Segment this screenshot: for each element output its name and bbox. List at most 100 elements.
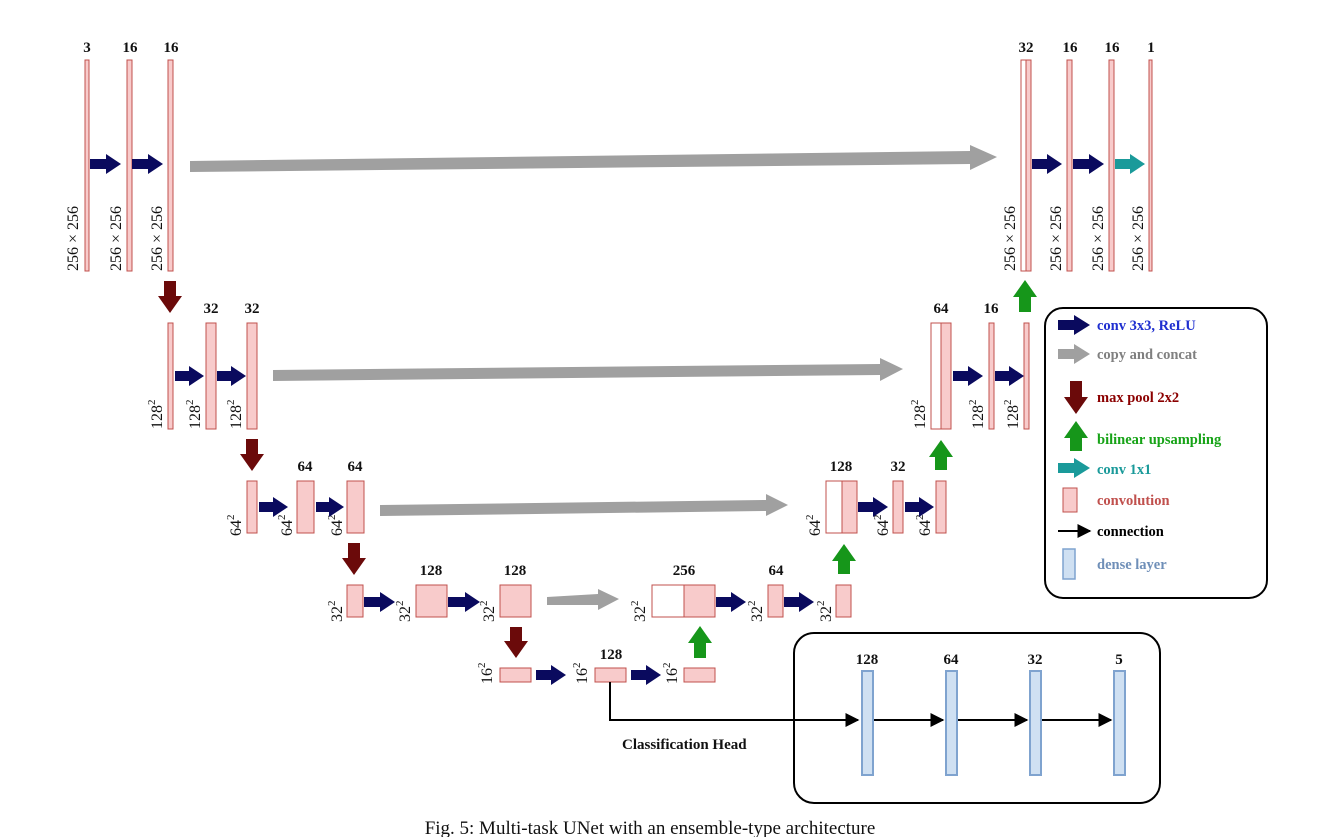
maxpool-arrow-icon [1064,381,1088,414]
dim-label: 642 [804,515,824,537]
channel-label: 16 [1063,40,1079,56]
dim-label: 322 [815,601,835,623]
decoder-level-3: 128 32 642 642 642 [804,440,953,536]
conv1x1-arrow [1115,154,1145,174]
dim-label: 322 [394,601,414,623]
channel-label: 16 [123,40,139,56]
classification-head: 128 64 32 5 Classification Head [609,632,1161,804]
copy-arrow-l4 [547,589,619,610]
feature-map-concat [651,584,685,618]
encoder-level-1: 3 16 16 256 × 256 256 × 256 256 × 256 [65,40,182,313]
feature-map-concat [1020,59,1027,272]
feature-map [594,667,627,683]
feature-map [246,322,258,430]
feature-map [167,59,174,272]
dim-label: 1282 [909,400,929,430]
feature-map [1148,59,1153,272]
conv-arrow [175,366,204,386]
convolution-icon [1062,487,1078,513]
legend: conv 3x3, ReLU copy and concat max pool … [1044,307,1268,599]
dim-label: 642 [225,515,245,537]
dim-label: 642 [914,515,934,537]
dim-label: 256 × 256 [149,206,166,271]
legend-convolution: convolution [1097,493,1170,509]
dim-label: 1282 [184,400,204,430]
channel-label: 64 [934,301,950,317]
conv-arrow [905,497,934,517]
maxpool-arrow [342,543,366,575]
dense-units: 64 [944,652,960,668]
classification-head-label: Classification Head [622,737,747,753]
copy-arrow-l3 [380,494,788,516]
dim-label: 322 [629,601,649,623]
conv-arrow-icon [1058,315,1090,335]
feature-map [988,322,995,430]
encoder-level-3: 64 64 642 642 642 [225,459,366,575]
dim-label: 322 [746,601,766,623]
conv1x1-arrow-icon [1058,458,1090,478]
decoder-level-4: 256 64 322 322 322 [629,544,856,622]
copy-arrows [190,145,997,610]
figure-caption: Fig. 5: Multi-task UNet with an ensemble… [425,818,876,837]
conv-arrow [858,497,888,517]
conv-arrow [784,592,814,612]
legend-connection: connection [1097,524,1164,540]
copy-arrow-l1 [190,145,997,172]
dim-label: 1282 [225,400,245,430]
upsample-arrow [832,544,856,574]
channel-label: 32 [891,459,906,475]
feature-map [246,480,258,534]
channel-label: 32 [245,301,260,317]
feature-map [126,59,133,272]
conv-arrow [90,154,121,174]
conv-arrow [217,366,246,386]
feature-map [205,322,217,430]
dim-label: 642 [872,515,892,537]
channel-label: 64 [298,459,314,475]
channel-label: 128 [504,563,527,579]
conv-arrow [316,497,344,517]
conv-arrow [716,592,746,612]
decoder-level-1: 32 16 16 1 256 × 256 256 × 256 256 × 256… [1002,40,1155,272]
dim-label: 162 [571,663,591,685]
maxpool-arrow [240,439,264,471]
legend-pool: max pool 2x2 [1097,390,1179,406]
dense-layer [945,670,958,776]
feature-map [1108,59,1115,272]
dense-units: 128 [856,652,879,668]
channel-label: 128 [600,647,623,663]
channel-label: 256 [673,563,696,579]
dim-label: 162 [476,663,496,685]
conv-arrow [995,366,1024,386]
dim-label: 256 × 256 [1002,206,1019,271]
dim-label: 162 [661,663,681,685]
copy-arrow-icon [1058,344,1090,364]
dim-label: 256 × 256 [1090,206,1107,271]
legend-dense: dense layer [1097,557,1167,573]
dense-units: 5 [1115,652,1123,668]
decoder-level-2: 64 16 1282 1282 1282 [909,280,1037,430]
dim-label: 1282 [1002,400,1022,430]
channel-label: 16 [164,40,180,56]
dim-label: 256 × 256 [1048,206,1065,271]
channel-label: 32 [204,301,219,317]
upsample-arrow [929,440,953,470]
legend-copy: copy and concat [1097,347,1197,363]
bottleneck: 128 162 162 162 [476,626,716,685]
feature-map [346,480,365,534]
dim-label: 256 × 256 [108,206,125,271]
legend-conv: conv 3x3, ReLU [1097,318,1196,334]
feature-map [841,480,858,534]
feature-map [683,667,716,683]
feature-map [935,480,947,534]
feature-map [1023,322,1030,430]
feature-map [1066,59,1073,272]
upsample-arrow [1013,280,1037,312]
dim-label: 642 [326,515,346,537]
maxpool-arrow [504,627,528,658]
conv-arrow [259,497,288,517]
channel-label: 128 [420,563,443,579]
legend-conv1x1: conv 1x1 [1097,462,1151,478]
conv-arrow [631,665,661,685]
